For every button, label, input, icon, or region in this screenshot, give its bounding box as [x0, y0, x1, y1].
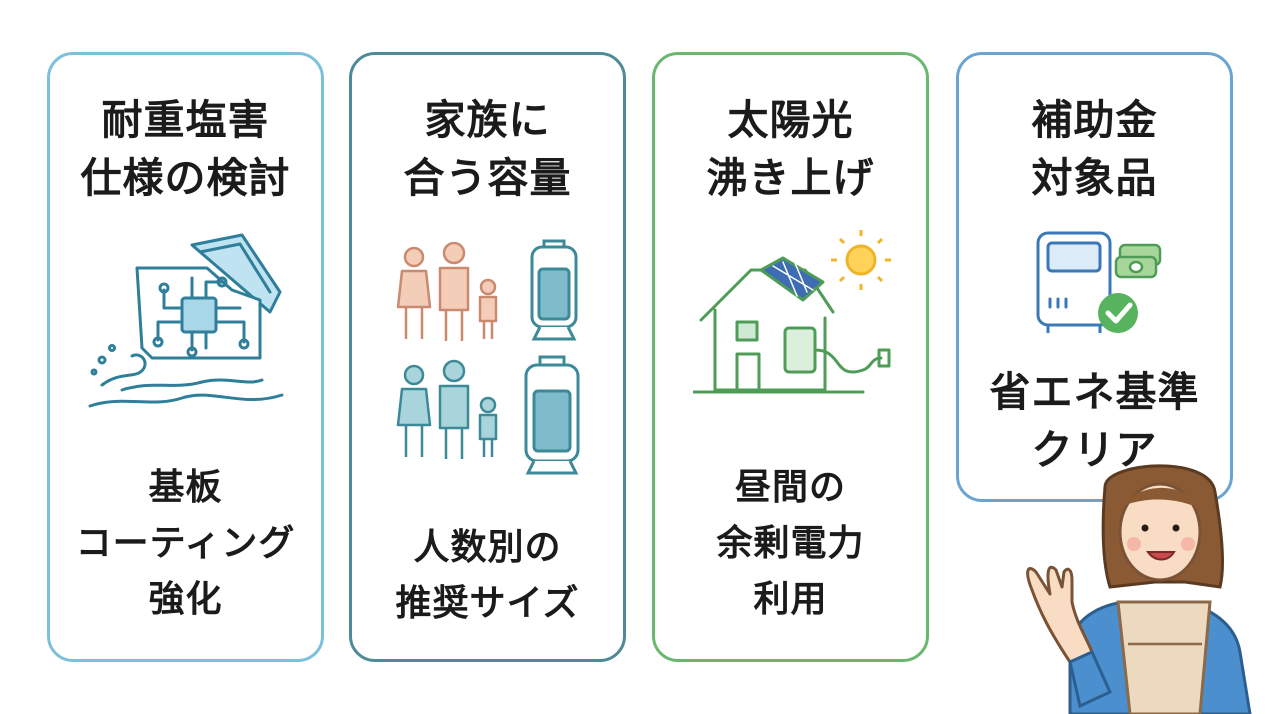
card-family-capacity: 家族に 合う容量 人数別の 推奨サイズ	[349, 52, 626, 662]
card-subtitle: 基板 コーティング 強化	[50, 460, 321, 628]
subtitle-line: コーティング	[75, 523, 296, 564]
solar-house-icon	[693, 230, 891, 394]
subtitle-line: 利用	[753, 579, 828, 620]
title-line: 補助金	[1031, 96, 1158, 144]
card-title: 耐重塩害 仕様の検討	[50, 91, 321, 207]
card-subtitle: 昼間の 余剰電力 利用	[655, 460, 926, 628]
subtitle-line: 人数別の	[413, 527, 562, 568]
card-salt-damage: 耐重塩害 仕様の検討 基板 コーティング 強化	[47, 52, 324, 662]
title-line: 太陽光	[727, 96, 854, 144]
family-tank-icon	[396, 239, 580, 475]
woman-in-apron-illustration	[1026, 464, 1252, 714]
water-heater-money-check-icon	[1036, 231, 1162, 333]
subtitle-line: 余剰電力	[716, 523, 865, 564]
title-line: 耐重塩害	[101, 96, 270, 144]
circuit-board-water-icon	[88, 233, 284, 408]
subtitle-line: 推奨サイズ	[395, 583, 580, 624]
card-title: 太陽光 沸き上げ	[655, 91, 926, 207]
card-title: 補助金 対象品	[959, 91, 1230, 207]
title-line: 家族に	[424, 96, 551, 144]
subtitle-line: 昼間の	[734, 467, 846, 508]
title-line: 対象品	[1031, 154, 1158, 202]
card-subtitle: 人数別の 推奨サイズ	[352, 520, 623, 632]
subtitle-line: 基板	[148, 467, 223, 508]
card-subsidy: 補助金 対象品 省エネ基準 クリア	[956, 52, 1233, 502]
card-title: 家族に 合う容量	[352, 91, 623, 207]
title-line: 仕様の検討	[80, 154, 291, 202]
subtitle-line: クリア	[1031, 426, 1158, 474]
title-line: 合う容量	[403, 154, 572, 202]
card-subtitle: 省エネ基準 クリア	[959, 363, 1230, 479]
title-line: 沸き上げ	[706, 154, 875, 202]
card-solar-heating: 太陽光 沸き上げ 昼間の 余剰電力 利用	[652, 52, 929, 662]
subtitle-line: 強化	[148, 579, 223, 620]
subtitle-line: 省エネ基準	[989, 368, 1200, 416]
